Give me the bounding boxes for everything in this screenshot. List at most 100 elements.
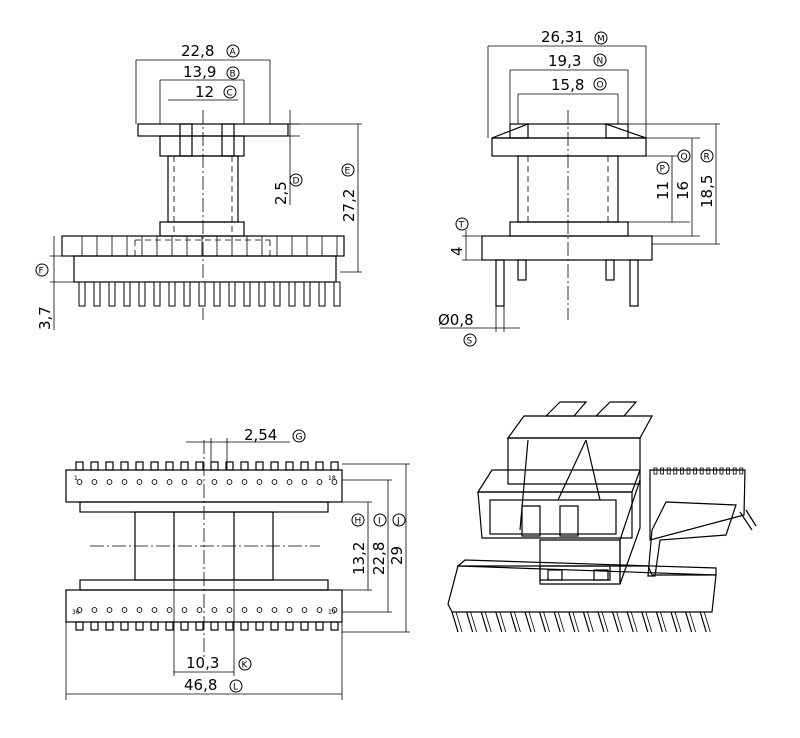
- iso-pin: [539, 611, 547, 633]
- front-pin: [213, 281, 221, 307]
- dim-q-tag: Q: [681, 153, 688, 163]
- iso-notch: [653, 467, 658, 475]
- iso-notch: [706, 467, 711, 475]
- iso-notch: [713, 467, 717, 475]
- plan-pin-hole: [331, 479, 338, 485]
- dim-3-7-value: 3,7: [36, 306, 54, 330]
- dim-k-value: 10,3: [186, 654, 219, 672]
- iso-notch: [726, 467, 730, 475]
- plan-notch-bottom: [75, 621, 84, 631]
- plan-notch-bottom: [210, 621, 219, 631]
- plan-pin-hole: [196, 607, 203, 613]
- plan-notch-bottom: [270, 621, 279, 631]
- iso-notch: [693, 467, 697, 475]
- dim-j-tag: J: [396, 517, 400, 527]
- iso-pin-edge: [660, 611, 667, 633]
- plan-notch-bottom: [120, 621, 129, 631]
- iso-pin-edge: [543, 611, 550, 633]
- plan-pin-hole: [211, 479, 218, 485]
- iso-notch: [680, 467, 684, 475]
- plan-pin-hole: [241, 607, 248, 613]
- plan-pin-hole: [256, 479, 263, 485]
- plan-pin-hole: [271, 479, 278, 485]
- plan-pin-hole: [331, 607, 338, 613]
- dim-l-value: 46,8: [184, 676, 217, 694]
- iso-pin: [524, 611, 532, 633]
- iso-pin: [612, 611, 620, 633]
- plan-notch-top: [105, 461, 114, 471]
- iso-notch: [673, 467, 678, 475]
- front-pin: [228, 281, 236, 307]
- plan-notch-bottom: [165, 621, 174, 631]
- iso-pin-edge: [499, 611, 507, 633]
- iso-pin: [568, 611, 576, 633]
- plan-pin-hole: [76, 479, 83, 485]
- front-pin: [108, 281, 116, 307]
- dim-i-tag: I: [378, 517, 381, 527]
- iso-pin-edge: [703, 611, 711, 633]
- dim-e-tag: E: [345, 167, 351, 177]
- iso-pin-edge: [572, 611, 580, 633]
- dim-g-tag: G: [296, 433, 303, 443]
- plan-pin-hole: [121, 479, 128, 485]
- plan-notch-top: [225, 461, 234, 471]
- iso-pin: [655, 611, 663, 633]
- dim-t-tag: T: [458, 221, 465, 231]
- iso-pin-edge: [455, 611, 463, 633]
- plan-notch-top: [210, 461, 219, 471]
- plan-pin-hole: [151, 607, 158, 613]
- dim-b-tag: B: [230, 70, 236, 80]
- front-pin: [273, 281, 281, 307]
- plan-pin-hole: [181, 479, 188, 485]
- iso-notch: [666, 467, 671, 475]
- plan-notch-bottom: [105, 621, 114, 631]
- dim-f-tag: F: [39, 267, 44, 277]
- iso-pin-edge: [484, 611, 492, 633]
- plan-notch-top: [300, 461, 309, 471]
- front-pin: [93, 281, 101, 307]
- iso-pin: [641, 611, 649, 633]
- plan-pin-hole: [196, 479, 203, 485]
- front-pin: [183, 281, 191, 307]
- plan-notch-top: [330, 461, 339, 471]
- iso-pin-edge: [630, 611, 638, 633]
- plan-pin-hole: [301, 479, 308, 485]
- front-pin: [258, 281, 266, 307]
- plan-notch-bottom: [150, 621, 159, 631]
- dim-p-value: 11: [654, 181, 672, 200]
- plan-notch-bottom: [315, 621, 324, 631]
- plan-notch-top: [270, 461, 279, 471]
- plan-notches-top: [75, 461, 339, 471]
- iso-pins: [451, 611, 711, 633]
- iso-pin: [597, 611, 605, 633]
- iso-pin: [670, 611, 678, 633]
- plan-notch-top: [315, 461, 324, 471]
- iso-notch: [719, 467, 724, 475]
- iso-pin: [495, 611, 503, 633]
- front-pin: [333, 281, 341, 307]
- front-pin: [168, 281, 176, 307]
- plan-notch-top: [240, 461, 249, 471]
- plan-pin-hole: [286, 479, 293, 485]
- plan-pin-hole: [166, 607, 173, 613]
- plan-pin-hole: [106, 479, 113, 485]
- iso-pin-edge: [645, 611, 653, 633]
- plan-pin-hole: [241, 479, 248, 485]
- plan-pin-hole: [316, 607, 323, 613]
- front-pin: [153, 281, 161, 307]
- plan-notch-top: [75, 461, 84, 471]
- dim-n-value: 19,3: [548, 52, 581, 70]
- dim-d-value: 2,5: [272, 181, 290, 205]
- plan-notch-bottom: [285, 621, 294, 631]
- dim-q-value: 16: [674, 181, 692, 200]
- iso-pin-edge: [674, 611, 682, 633]
- plan-notch-bottom: [240, 621, 249, 631]
- plan-notch-bottom: [180, 621, 189, 631]
- iso-notch: [699, 467, 704, 475]
- iso-pin: [451, 611, 459, 633]
- iso-pin: [553, 611, 561, 633]
- plan-notch-top: [285, 461, 294, 471]
- side-view: 26,31 M 19,3 N 15,8 O 11 P 16 Q: [438, 28, 720, 347]
- plan-pin-hole: [181, 607, 188, 613]
